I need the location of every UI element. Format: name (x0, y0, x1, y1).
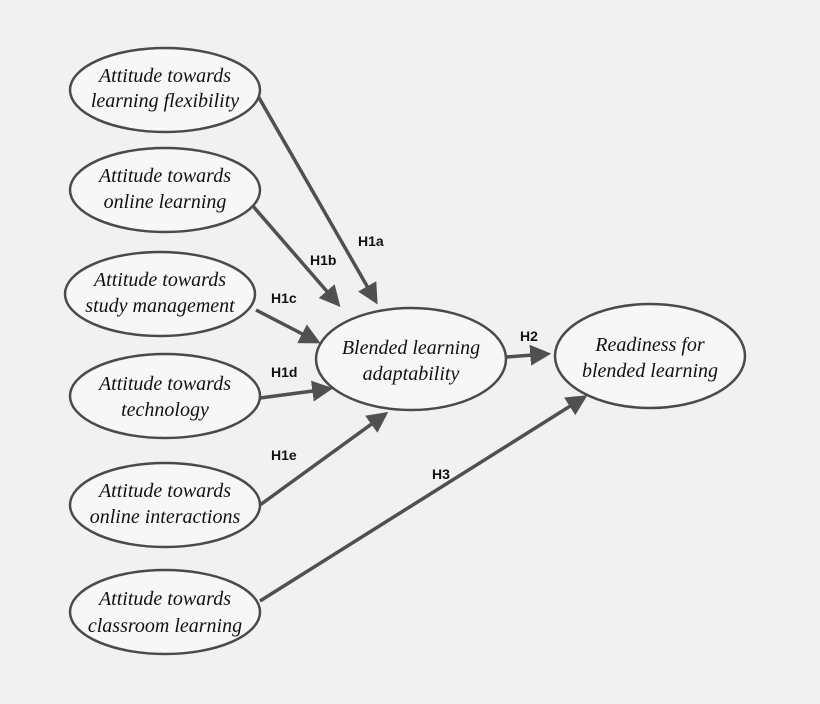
arrow-h1b (250, 203, 341, 307)
label-h1c: H1c (271, 290, 297, 306)
node-line-1: Attitude towards (97, 165, 231, 187)
node-line-2: blended learning (582, 360, 718, 382)
node-blended-learning-adaptability: Blended learning adaptability (314, 306, 508, 412)
node-line-2: classroom learning (88, 615, 242, 637)
node-line-1: Readiness for (594, 334, 705, 356)
arrow-h3 (259, 395, 588, 603)
node-line-1: Attitude towards (97, 588, 231, 610)
node-line-1: Attitude towards (97, 373, 231, 395)
node-line-2: online learning (104, 191, 227, 213)
node-line-2: study management (85, 295, 235, 317)
label-h3: H3 (432, 466, 450, 482)
arrow-h2 (505, 344, 552, 366)
node-technology: Attitude towards technology (68, 352, 262, 440)
node-line-1: Attitude towards (97, 480, 231, 502)
node-readiness-for-blended-learning: Readiness for blended learning (553, 302, 747, 410)
node-line-2: technology (121, 399, 209, 421)
node-online-interactions: Attitude towards online interactions (68, 461, 262, 549)
arrow-h1a (256, 95, 378, 305)
node-line-1: Attitude towards (92, 269, 226, 291)
node-online-learning: Attitude towards online learning (68, 146, 262, 234)
node-line-2: learning flexibility (91, 90, 239, 112)
arrow-h1d (259, 380, 334, 402)
arrow-h1c (255, 308, 321, 344)
node-line-2: adaptability (363, 363, 460, 385)
label-h2: H2 (520, 328, 538, 344)
node-line-1: Attitude towards (97, 65, 231, 87)
label-h1e: H1e (271, 447, 297, 463)
node-learning-flexibility: Attitude towards learning flexibility (68, 46, 262, 134)
label-h1d: H1d (271, 364, 297, 380)
label-h1b: H1b (310, 252, 336, 268)
label-h1a: H1a (358, 233, 384, 249)
node-classroom-learning: Attitude towards classroom learning (68, 568, 262, 656)
node-study-management: Attitude towards study management (63, 250, 257, 338)
node-line-2: online interactions (90, 506, 241, 528)
arrow-h1e (258, 411, 389, 507)
node-line-1: Blended learning (342, 337, 480, 359)
